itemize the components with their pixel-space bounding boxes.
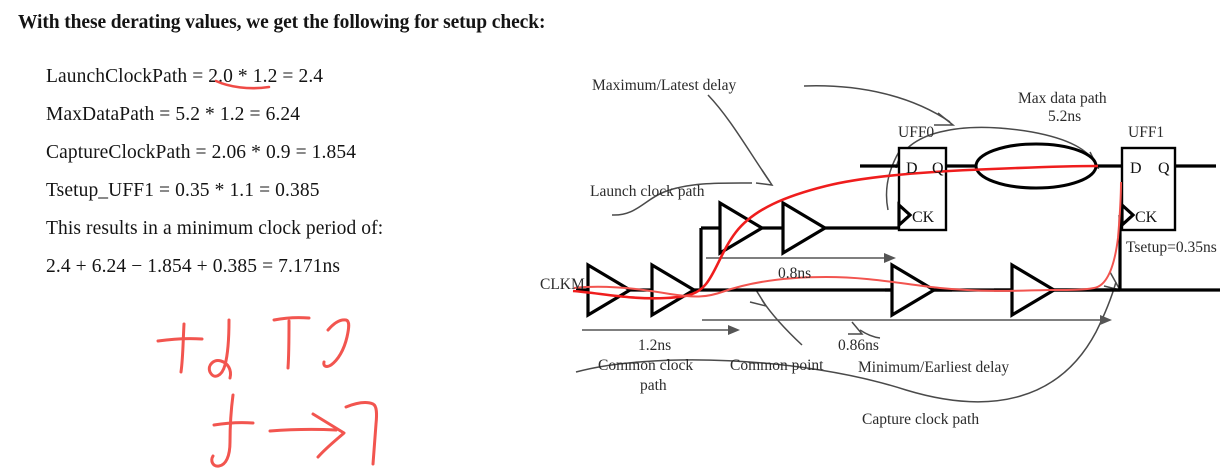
buffer-launch-2 (781, 200, 829, 256)
label-common-delay-value: 1.2ns (638, 337, 671, 354)
label-max-data-path-value: 5.2ns (1048, 108, 1081, 125)
red-launch-data-path (572, 164, 1099, 300)
pin-uff1-ck: CK (1135, 209, 1158, 226)
label-capture-delay-value: 0.86ns (838, 337, 879, 354)
label-uff0: UFF0 (898, 124, 934, 141)
red-capture-clock-path (573, 181, 1122, 298)
equation-line-max-data-path: MaxDataPath = 5.2 * 1.2 = 6.24 (46, 104, 301, 125)
buffer-common-1 (586, 262, 634, 318)
label-maximum-latest-delay: Maximum/Latest delay (592, 77, 736, 94)
page-title: With these derating values, we get the f… (18, 12, 546, 33)
buffer-capture-1 (890, 262, 938, 318)
flipflop-uff1-box (1120, 146, 1177, 232)
pin-uff1-q: Q (1158, 160, 1170, 177)
label-capture-clock-path: Capture clock path (862, 411, 979, 428)
pin-uff0-ck: CK (912, 209, 935, 226)
label-common-clock-path-1: Common clock (598, 357, 693, 374)
label-minimum-earliest-delay: Minimum/Earliest delay (858, 359, 1009, 376)
handwritten-ink-annotation (156, 316, 379, 468)
pin-uff0-d: D (906, 160, 918, 177)
label-clkm: CLKM (540, 276, 585, 293)
equation-line-result-sum: 2.4 + 6.24 − 1.854 + 0.385 = 7.171ns (46, 256, 341, 277)
buffer-common-2 (650, 262, 698, 318)
label-common-point: Common point (730, 357, 824, 374)
equation-line-capture-clock-path: CaptureClockPath = 2.06 * 0.9 = 1.854 (46, 142, 357, 163)
equation-line-tsetup-uff1: Tsetup_UFF1 = 0.35 * 1.1 = 0.385 (46, 180, 320, 201)
pin-uff0-q: Q (932, 160, 944, 177)
label-max-data-path: Max data path (1018, 90, 1107, 107)
equation-line-launch-clock-path: LaunchClockPath = 2.0 * 1.2 = 2.4 (46, 66, 324, 87)
equation-list: LaunchClockPath = 2.0 * 1.2 = 2.4 MaxDat… (46, 58, 566, 286)
label-launch-delay-value: 0.8ns (778, 265, 811, 282)
pin-uff1-d: D (1130, 160, 1142, 177)
label-tsetup: Tsetup=0.35ns (1126, 239, 1217, 256)
equation-line-result-intro: This results in a minimum clock period o… (46, 218, 384, 239)
label-uff1: UFF1 (1128, 124, 1164, 141)
label-launch-clock-path: Launch clock path (590, 183, 705, 200)
label-common-clock-path-2: path (640, 377, 667, 394)
timing-diagram: Maximum/Latest delay Launch clock path M… (540, 0, 1220, 470)
